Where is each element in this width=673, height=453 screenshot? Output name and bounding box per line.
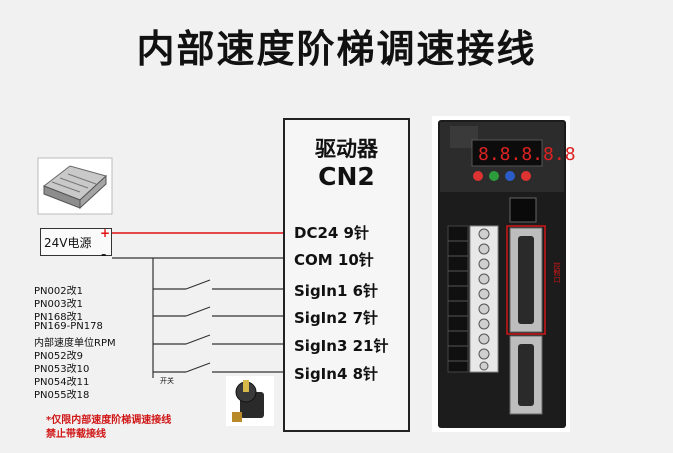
warning-note-line: 禁止带载接线 (46, 429, 106, 440)
parameter-item: PN168改1 (34, 312, 83, 323)
rotary-switch-photo (226, 376, 274, 426)
signal-switch-1 (153, 279, 283, 290)
signal-switch-2 (153, 306, 283, 317)
svg-text:8.8.8.8.8: 8.8.8.8.8 (478, 144, 576, 165)
warning-note: *仅限内部速度阶梯调速接线 禁止带载接线 (46, 414, 171, 442)
parameter-item: PN054改11 (34, 377, 90, 388)
pin-com-label: COM 10针 (294, 251, 374, 269)
parameter-item: PN053改10 (34, 364, 90, 375)
warning-note-line: *仅限内部速度阶梯调速接线 (46, 415, 172, 426)
power-supply-box (40, 228, 112, 256)
parameter-item: PN003改1 (34, 299, 83, 310)
pin-sigin2-label: SigIn2 7针 (294, 309, 379, 327)
parameter-item: PN169-PN178 (34, 321, 103, 332)
parameter-item: PN055改18 (34, 390, 90, 401)
pin-sigin1-label: SigIn1 6针 (294, 282, 379, 300)
plus-terminal-label: + (100, 226, 111, 240)
pin-dc24-label: DC24 9针 (294, 224, 369, 242)
driver-model: CN2 (318, 162, 375, 191)
minus-terminal-label: - (101, 248, 107, 263)
parameter-item: PN052改9 (34, 351, 83, 362)
power-supply-label: 24V电源 (44, 236, 92, 250)
switch-label: 开关 (160, 377, 174, 385)
pin-sigin4-label: SigIn4 8针 (294, 365, 379, 383)
power-supply-photo (37, 157, 113, 215)
cn2-highlight (506, 225, 546, 335)
driver-name: 驱动器 (315, 137, 378, 161)
driver-box (283, 118, 410, 432)
pin-sigin3-label: SigIn3 21针 (294, 337, 389, 355)
servo-drive-photo: 8.8.8.8.8 (432, 116, 576, 432)
signal-switch-3 (153, 334, 283, 345)
signal-switch-4 (153, 362, 283, 373)
parameter-item: PN002改1 (34, 286, 83, 297)
page-title: 内部速度阶梯调速接线 (136, 27, 537, 71)
panel-annotation: 控制口 (553, 262, 561, 283)
parameter-item: 内部速度单位RPM (34, 338, 116, 349)
